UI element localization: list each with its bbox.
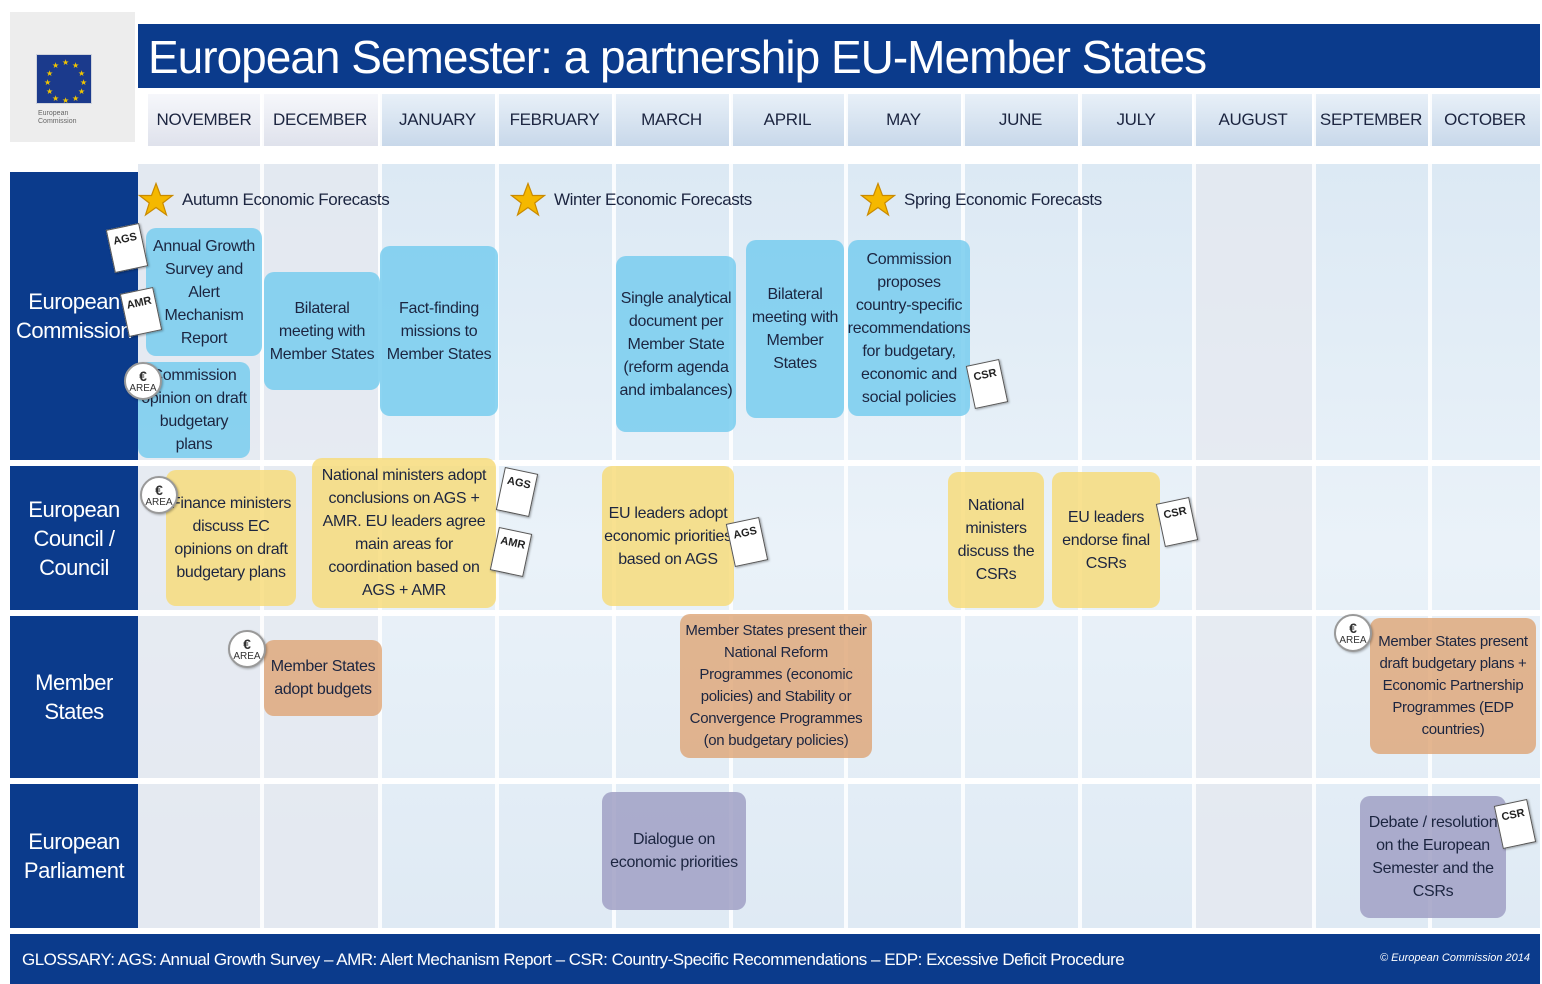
euro-area-icon: €AREA — [1334, 614, 1372, 652]
month-december: DECEMBER — [262, 94, 378, 146]
row-divider — [10, 460, 1540, 466]
star-icon — [509, 181, 547, 218]
euro-area-icon: €AREA — [228, 630, 266, 668]
eu-leaders-endorse-csrs-box: EU leaders endorse final CSRs — [1052, 472, 1160, 608]
copyright-text: © European Commission 2014 — [1380, 952, 1530, 964]
page-title: European Semester: a partnership EU-Memb… — [148, 31, 1207, 83]
month-november: NOVEMBER — [148, 94, 260, 146]
euro-area-icon: €AREA — [140, 476, 178, 514]
row-label-parliament: European Parliament — [10, 784, 138, 928]
month-may: MAY — [846, 94, 961, 146]
row-divider — [10, 610, 1540, 616]
month-july: JULY — [1080, 94, 1192, 146]
month-march: MARCH — [614, 94, 729, 146]
month-april: APRIL — [731, 94, 844, 146]
fact-finding-box: Fact-finding missions to Member States — [380, 246, 498, 416]
winter-forecast-label: Winter Economic Forecasts — [554, 190, 752, 209]
month-october: OCTOBER — [1430, 94, 1540, 146]
glossary-text: GLOSSARY: AGS: Annual Growth Survey – AM… — [22, 950, 1125, 969]
national-reform-programmes-box: Member States present their National Ref… — [680, 614, 872, 758]
star-icon — [137, 181, 175, 218]
month-february: FEBRUARY — [497, 94, 612, 146]
commission-opinion-box: Commission opinion on draft budgetary pl… — [138, 362, 250, 458]
column-divider — [844, 94, 848, 928]
bilateral-meeting-box-1: Bilateral meeting with Member States — [264, 272, 380, 390]
eu-flag-icon: ★★ ★★ ★★ ★★ ★★ ★★ — [36, 54, 92, 105]
title-bar — [138, 24, 1540, 88]
column-divider — [1428, 94, 1432, 928]
month-january: JANUARY — [380, 94, 495, 146]
dialogue-economic-priorities-box: Dialogue on economic priorities — [602, 792, 746, 910]
spring-forecast-label: Spring Economic Forecasts — [904, 190, 1102, 209]
eu-leaders-adopt-priorities-box: EU leaders adopt economic priorities bas… — [602, 466, 734, 606]
month-june: JUNE — [963, 94, 1078, 146]
month-august: AUGUST — [1194, 94, 1312, 146]
finance-ministers-box: Finance ministers discuss EC opinions on… — [166, 470, 296, 606]
row-label-commission: European Commission — [10, 172, 138, 460]
row-divider — [10, 778, 1540, 784]
bilateral-meeting-box-2: Bilateral meeting with Member States — [746, 240, 844, 418]
column-divider — [1312, 94, 1316, 928]
draft-budgetary-plans-box: Member States present draft budgetary pl… — [1370, 618, 1536, 754]
grey-column-aug — [1194, 164, 1312, 928]
ags-amr-report-box: Annual Growth Survey and Alert Mechanism… — [146, 228, 262, 356]
csr-proposal-box: Commission proposes country-specific rec… — [848, 240, 971, 416]
column-divider — [495, 94, 499, 928]
euro-area-icon: €AREA — [124, 362, 162, 400]
autumn-forecast-label: Autumn Economic Forecasts — [182, 190, 390, 209]
debate-resolution-box: Debate / resolution on the European Seme… — [1360, 796, 1506, 918]
month-september: SEPTEMBER — [1314, 94, 1428, 146]
national-ministers-conclusions-box: National ministers adopt conclusions on … — [312, 458, 496, 608]
member-states-adopt-budgets-box: Member States adopt budgets — [264, 640, 382, 716]
row-label-member-states: Member States — [10, 616, 138, 778]
star-icon — [859, 181, 897, 218]
row-label-council: European Council / Council — [10, 466, 138, 610]
column-divider — [1192, 94, 1196, 928]
footer-bar — [10, 934, 1540, 984]
single-analytical-document-box: Single analytical document per Member St… — [616, 256, 736, 432]
national-ministers-csrs-box: National ministers discuss the CSRs — [948, 472, 1044, 608]
